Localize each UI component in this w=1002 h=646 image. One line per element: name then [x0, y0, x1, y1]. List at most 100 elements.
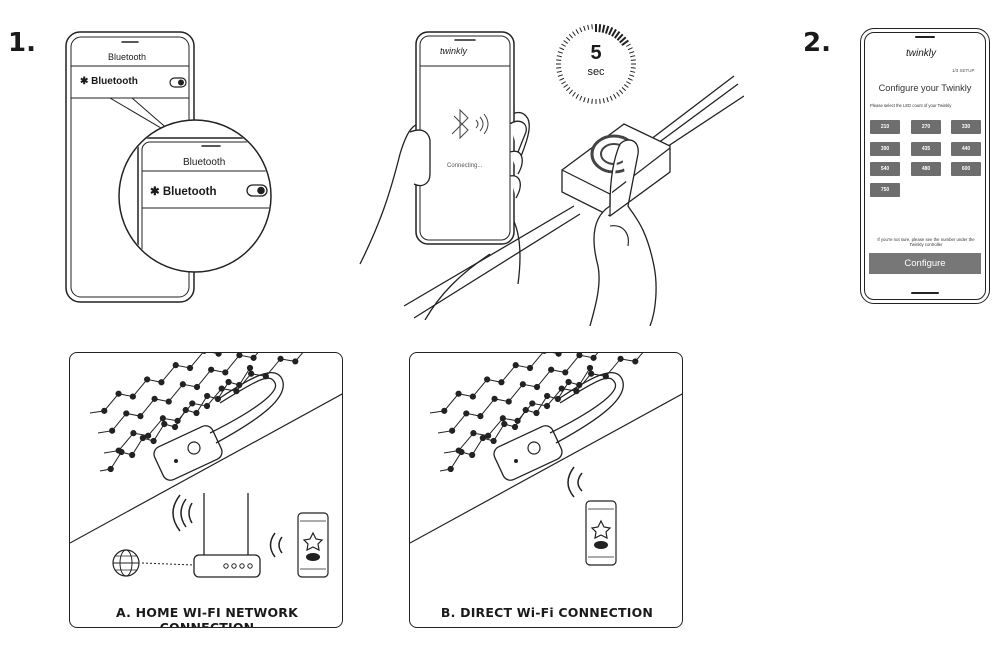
led-bulb: [554, 395, 561, 403]
led-bulb: [145, 432, 152, 439]
timer-unit: sec: [587, 66, 605, 78]
led-bulb: [533, 383, 541, 391]
wifi-waves-icon: [172, 494, 193, 532]
panel-b-illustration: [410, 353, 682, 566]
zoom-row-label: Bluetooth: [162, 186, 217, 198]
led-bulb: [511, 423, 519, 431]
configure-title: Configure your Twinkly: [878, 83, 972, 93]
led-count-option[interactable]: 210: [870, 120, 900, 134]
home-indicator: [911, 292, 939, 294]
timer-value: 5: [590, 42, 602, 64]
step-number-1: 1.: [8, 28, 36, 58]
led-bulb: [512, 362, 519, 369]
led-bulb: [137, 413, 144, 420]
led-bulb: [522, 406, 529, 414]
led-count-option[interactable]: 270: [911, 120, 941, 134]
zoom-bluetooth-row: ✱ Bluetooth: [150, 184, 217, 198]
led-bulb: [248, 370, 255, 377]
led-bulb: [158, 379, 165, 386]
led-bulb: [529, 400, 536, 407]
led-bulb: [129, 393, 136, 400]
led-bulb: [115, 390, 122, 397]
led-bulb: [485, 432, 492, 439]
led-count-option[interactable]: 600: [951, 162, 981, 176]
led-bulb: [590, 354, 597, 361]
panel-direct-wifi: B. DIRECT Wi-Fi CONNECTION: [409, 352, 683, 628]
led-bulb: [246, 364, 254, 372]
led-bulb: [222, 369, 229, 376]
led-count-option[interactable]: 390: [870, 142, 900, 156]
led-bulb: [544, 392, 551, 400]
led-bulb: [277, 355, 284, 362]
led-bulb: [174, 417, 181, 424]
led-bulb: [208, 366, 215, 373]
panel-home-wifi: A. HOME WI-FI NETWORK CONNECTION: [69, 352, 343, 628]
led-bulb: [447, 465, 454, 473]
led-bulb: [161, 420, 168, 428]
led-bulb: [182, 406, 189, 414]
panel-a-illustration: [70, 353, 342, 578]
led-bulb: [499, 415, 506, 422]
led-bulb: [179, 381, 186, 388]
led-bulb: [490, 437, 497, 445]
phone-configure-frame: [860, 28, 990, 304]
led-bulb: [109, 427, 116, 434]
panel-a-caption: A. HOME WI-FI NETWORK CONNECTION: [115, 605, 299, 628]
led-bulb: [463, 410, 470, 417]
phone1-header: Bluetooth: [108, 52, 147, 62]
led-count-option[interactable]: 750: [870, 183, 900, 197]
phone-connecting-illustration: [359, 31, 530, 320]
led-bulb: [470, 430, 477, 437]
led-bulb: [129, 451, 136, 459]
led-bulb: [214, 395, 221, 403]
led-bulb: [159, 415, 166, 422]
led-bulb: [204, 392, 211, 400]
led-count-instruction: Please select the LED count of your Twin…: [870, 103, 952, 108]
phone2-status: Connecting...: [447, 163, 483, 169]
led-bulb: [505, 398, 512, 405]
led-bulb: [519, 381, 526, 388]
led-bulb: [455, 390, 462, 397]
led-bulb: [491, 395, 498, 402]
panel-b-caption: B. DIRECT Wi-Fi CONNECTION: [440, 605, 654, 620]
led-count-option[interactable]: 440: [951, 142, 981, 156]
timer-dial-icon: [556, 24, 636, 104]
controller-press-illustration: [403, 75, 744, 326]
led-bulb: [165, 398, 172, 405]
phone3-logo: twinkly: [906, 48, 937, 59]
phone-bluetooth-illustration: [65, 31, 272, 303]
led-bulb: [479, 434, 486, 442]
led-bulb: [469, 393, 476, 400]
led-count-note: If you're not sure, please see the numbe…: [877, 237, 975, 247]
led-bulb: [193, 383, 201, 391]
led-bulb: [548, 366, 555, 373]
led-bulb: [586, 364, 594, 372]
led-bulb: [215, 353, 222, 357]
step-number-2: 2.: [803, 28, 831, 58]
led-count-option[interactable]: 540: [870, 162, 900, 176]
router-icon: [193, 554, 261, 578]
led-bulb: [186, 364, 194, 372]
twinkly-star-icon: [590, 519, 612, 540]
bluetooth-icon: ✱: [150, 186, 160, 198]
led-bulb: [144, 376, 151, 383]
led-bulb: [514, 417, 521, 424]
led-count-option[interactable]: 330: [951, 120, 981, 134]
led-count-option[interactable]: 435: [911, 142, 941, 156]
led-bulb: [498, 379, 505, 386]
led-bulb: [558, 385, 565, 392]
led-bulb: [107, 465, 114, 473]
led-bulb: [555, 353, 562, 357]
led-bulb: [441, 407, 448, 414]
configure-button[interactable]: Configure: [869, 253, 981, 274]
led-bulb: [123, 410, 130, 417]
led-bulb: [250, 354, 257, 361]
phone1-bluetooth-row: ✱ Bluetooth: [80, 76, 138, 87]
led-bulb: [588, 370, 595, 377]
led-count-option[interactable]: 480: [911, 162, 941, 176]
led-bulb: [632, 358, 639, 365]
led-bulb: [118, 448, 125, 456]
phone-speaker: [915, 36, 935, 38]
led-bulb: [484, 376, 491, 383]
setup-step-tag: 1/3 SETUP: [952, 68, 975, 73]
